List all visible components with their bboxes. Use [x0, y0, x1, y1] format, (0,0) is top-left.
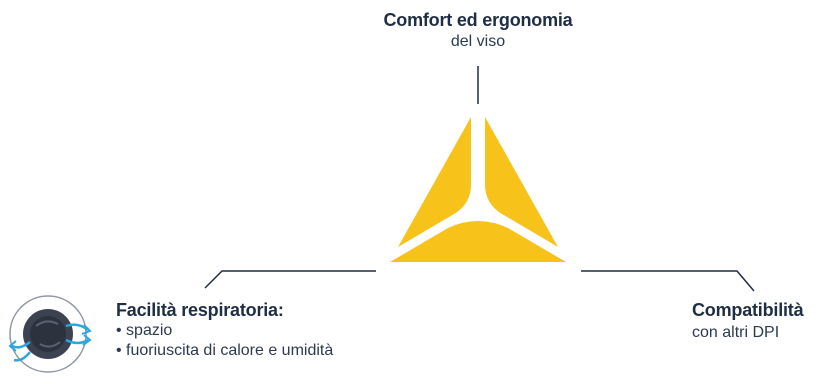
left-item-2: • fuoriuscita di calore e umidità [116, 342, 334, 359]
top-subtitle: del viso [450, 33, 506, 50]
segmented-triangle [390, 117, 566, 262]
top-title: Comfort ed ergonomia [383, 10, 573, 30]
right-label-group: Compatibilità con altri DPI [692, 300, 804, 343]
triangle-segment-top-right [485, 117, 558, 247]
triangle-segment-top-left [398, 117, 471, 247]
connector-left [204, 270, 376, 289]
left-title: Facilità respiratoria: [116, 300, 284, 320]
respirator-mask-icon [8, 295, 92, 373]
right-subtitle: con altri DPI [692, 324, 780, 341]
left-label-group: Facilità respiratoria: • spazio • fuoriu… [116, 300, 333, 361]
right-title: Compatibilità [692, 300, 804, 320]
triangle-segment-bottom [390, 221, 566, 262]
top-label-group: Comfort ed ergonomia del viso [0, 10, 819, 51]
connector-right [581, 270, 755, 292]
left-item-1: • spazio [116, 322, 173, 339]
